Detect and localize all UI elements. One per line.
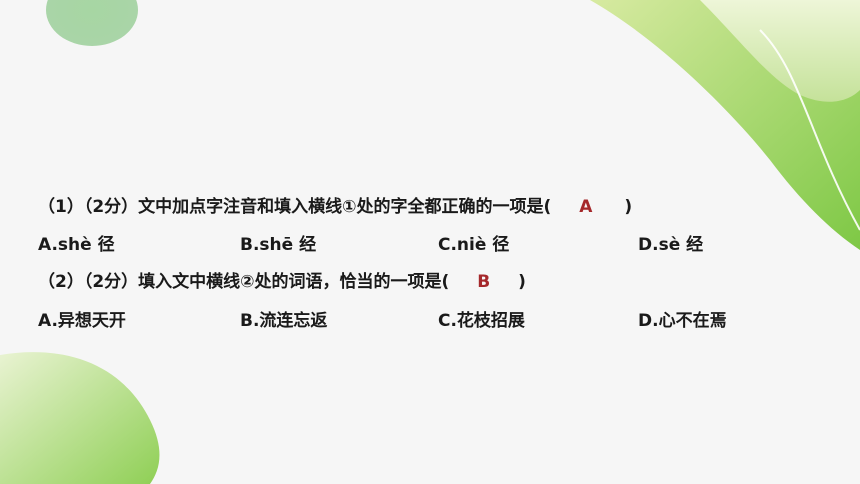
bottom-left-leaf [0,352,160,484]
question-1-option-b: B.shē 经 [240,235,317,255]
question-2-answer: B [477,272,491,292]
question-2-stem: （2）（2分）填入文中横线②处的词语，恰当的一项是( B ) [38,271,526,293]
question-2-option-a: A.异想天开 [38,311,126,331]
question-2-option-b: B.流连忘返 [240,311,328,331]
question-1-answer: A [579,197,593,217]
question-2-close: ) [518,272,526,292]
question-1-close: ) [624,197,633,217]
question-2-option-c: C.花枝招展 [438,311,525,331]
question-1-text: （1）（2分）文中加点字注音和填入横线①处的字全都正确的一项是( [38,197,552,217]
question-1-stem: （1）（2分）文中加点字注音和填入横线①处的字全都正确的一项是( A ) [38,196,632,218]
question-1-option-a: A.shè 径 [38,235,115,255]
question-2-text: （2）（2分）填入文中横线②处的词语，恰当的一项是( [38,272,450,292]
question-1-option-d: D.sè 经 [638,235,704,255]
top-left-blob [46,0,138,46]
question-2-option-d: D.心不在焉 [638,311,727,331]
top-right-leaf [590,0,860,250]
question-1-option-c: C.niè 径 [438,235,510,255]
